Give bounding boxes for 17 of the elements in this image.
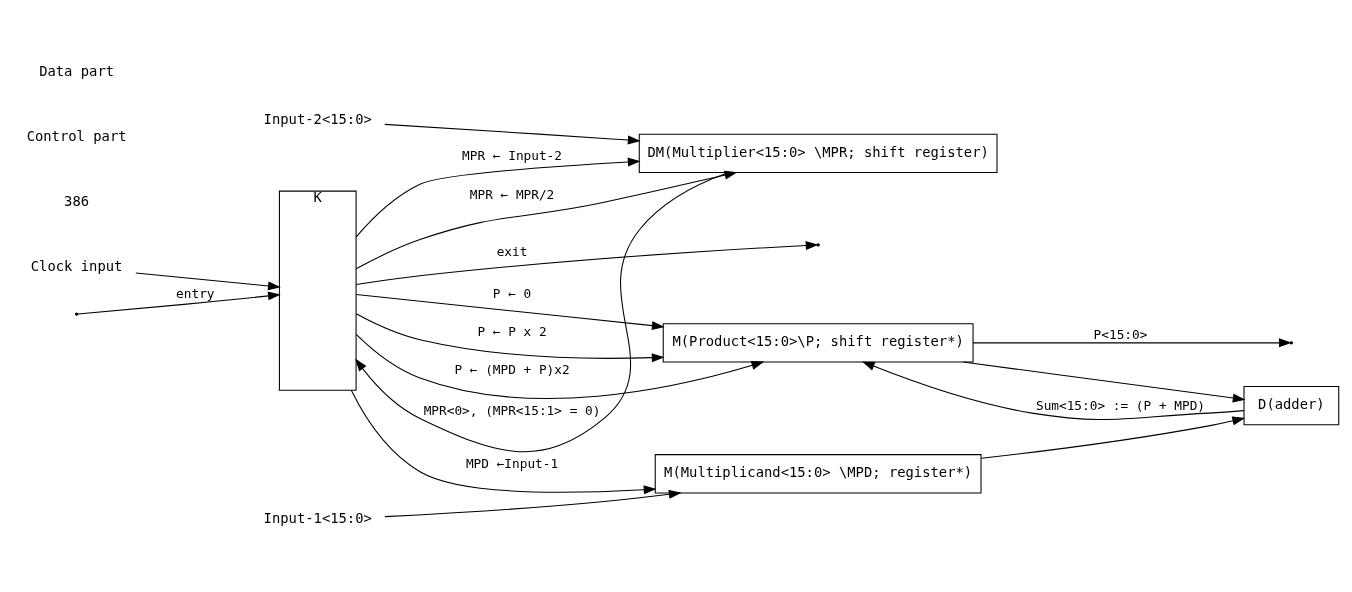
edge-label: P<15:0> — [1093, 327, 1148, 343]
edge-label: exit — [496, 244, 528, 260]
edge-label: P ← (MPD + P)x2 — [454, 362, 570, 378]
node-text: Clock input — [30, 257, 123, 274]
edge-label: MPR<0>, (MPR<15:1> = 0) — [423, 402, 601, 418]
edge-label: Sum<15:0> := (P + MPD) — [1035, 397, 1206, 413]
label: Data part — [39, 63, 115, 80]
edge-label: MPR ← MPR/2 — [469, 186, 555, 202]
edge-label: entry — [176, 285, 215, 301]
label: Control part — [26, 127, 127, 144]
edge-label: MPD ←Input-1 — [465, 456, 559, 472]
node-text: Input-1<15:0> — [263, 510, 372, 527]
edge-label: P ← 0 — [492, 285, 532, 301]
edge-label: P ← P x 2 — [477, 324, 547, 340]
node-text: Input-2<15:0> — [263, 110, 372, 127]
label: 386 — [64, 192, 90, 209]
edge-label: MPR ← Input-2 — [462, 148, 562, 164]
